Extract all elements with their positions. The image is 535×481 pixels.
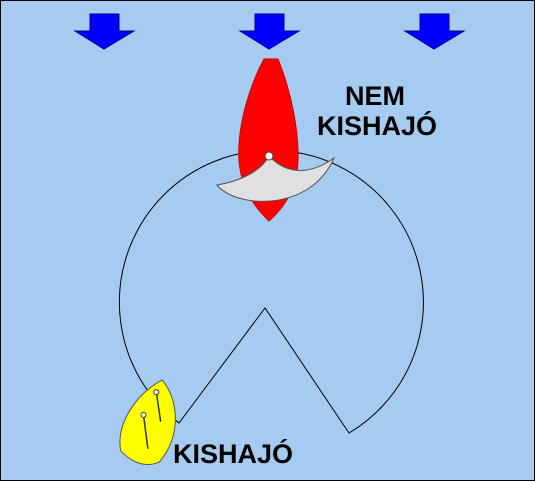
large-vessel-mast (264, 151, 274, 161)
label-not-small-boat-line1: NEM (345, 81, 405, 111)
label-small-boat: KISHAJÓ (173, 439, 294, 469)
label-not-small-boat-line2: KISHAJÓ (317, 111, 438, 141)
small-boat-sail (142, 414, 149, 449)
wind-arrow-icon (73, 13, 136, 50)
small-boat-hull (119, 379, 176, 466)
large-vessel-icon (216, 58, 336, 222)
wind-arrow-icon (403, 13, 466, 50)
wind-arrow-icon (238, 13, 301, 50)
small-boat-icon (119, 379, 176, 466)
wind-arrows (73, 13, 466, 50)
small-boat-mast (140, 411, 147, 418)
small-boat-mast (153, 389, 160, 396)
small-boat-sail (155, 392, 162, 422)
large-vessel-sail (216, 155, 336, 202)
